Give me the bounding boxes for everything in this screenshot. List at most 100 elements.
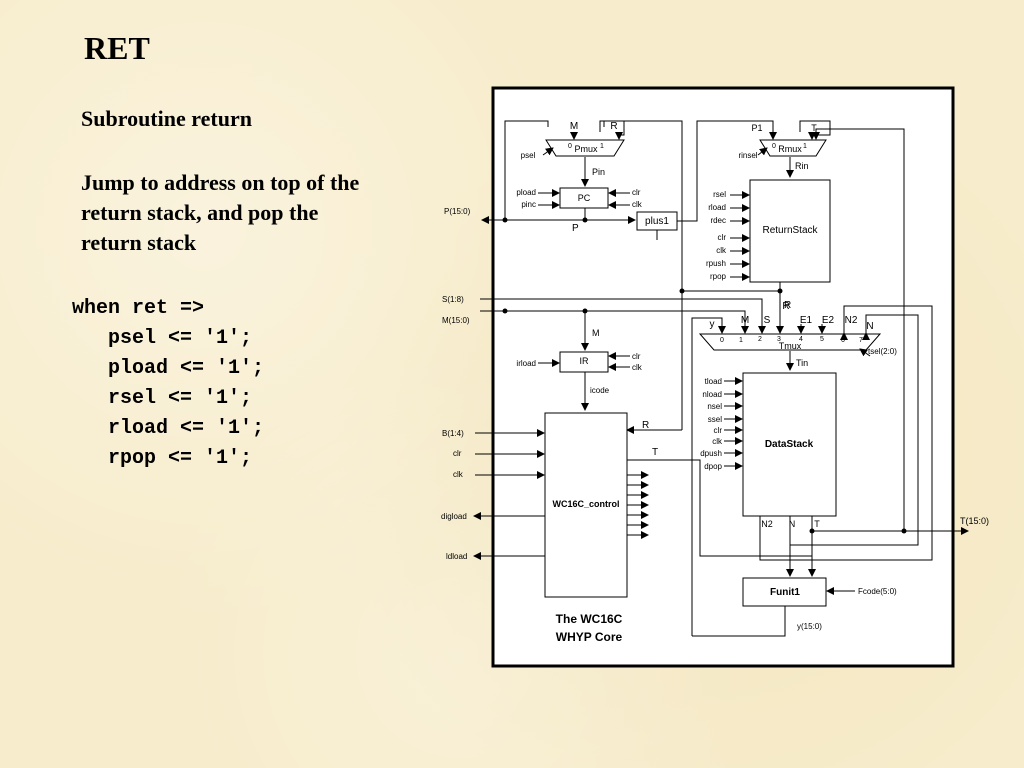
m-bus xyxy=(480,310,749,334)
dpush-label: dpush xyxy=(700,449,722,458)
tmux-input-e1: E1 xyxy=(800,315,813,326)
ir-clk-label: clk xyxy=(632,363,643,372)
wire xyxy=(759,305,933,561)
r-out-label: R xyxy=(784,300,791,311)
rpush-label: rpush xyxy=(706,259,726,268)
junction-dot xyxy=(901,528,907,534)
fcode-label: Fcode(5:0) xyxy=(858,587,897,596)
wire xyxy=(542,147,554,156)
rmux-in1-label: T xyxy=(811,123,817,133)
s-bus-label: S(1:8) xyxy=(442,295,464,304)
tmux-index: 4 xyxy=(799,336,803,343)
diagram-caption: The WC16C xyxy=(556,612,623,626)
wire xyxy=(504,120,549,220)
b-bus-label: B(1:4) xyxy=(442,429,464,438)
pmux-index1: 1 xyxy=(600,143,604,150)
plus1-label: plus1 xyxy=(645,216,669,227)
rsel-label: rsel xyxy=(713,190,726,199)
rdec-label: rdec xyxy=(710,216,726,225)
tmux-input-m: M xyxy=(741,315,749,326)
junction-dot xyxy=(809,528,815,534)
psel-label: psel xyxy=(521,151,536,160)
p-label: P xyxy=(572,223,579,234)
code-line: rload <= '1'; xyxy=(72,417,265,440)
tmux-index: 6 xyxy=(841,337,845,344)
control-label: WC16C_control xyxy=(552,499,619,509)
code-line: pload <= '1'; xyxy=(72,357,265,380)
tmux-index: 0 xyxy=(720,337,724,344)
description-line: Jump to address on top of the xyxy=(81,170,360,195)
tmux-input-y: y xyxy=(710,319,715,330)
wire xyxy=(627,459,812,557)
junction-dot xyxy=(679,288,685,294)
tmux-index: 2 xyxy=(758,336,762,343)
pc-label: PC xyxy=(578,193,591,203)
ds-clk-label: clk xyxy=(712,437,723,446)
ctrl-clr-label: clr xyxy=(453,449,462,458)
tload-label: tload xyxy=(705,377,722,386)
icode-label: icode xyxy=(590,386,610,395)
ds-n-label: N xyxy=(789,519,796,529)
wire xyxy=(599,120,625,140)
pmux-in1-label: R xyxy=(610,121,617,132)
slide-subtitle: Subroutine return xyxy=(81,106,252,131)
slide-title: RET xyxy=(84,30,150,66)
junction-dot xyxy=(777,288,783,294)
wire xyxy=(757,147,768,156)
ds-n2-label: N2 xyxy=(761,519,773,529)
ir-m-label: M xyxy=(592,328,600,338)
rmux-label: Rmux xyxy=(778,144,802,154)
tmux-label: Tmux xyxy=(779,341,802,351)
pmux-index0: 0 xyxy=(568,143,572,150)
tin-label: Tin xyxy=(796,358,808,368)
code-line: rsel <= '1'; xyxy=(72,387,253,410)
pc-clr-label: clr xyxy=(632,188,641,197)
ir-label: IR xyxy=(580,356,590,366)
rin-label: Rin xyxy=(795,161,809,171)
datastack-block xyxy=(742,372,837,517)
funit-label: Funit1 xyxy=(770,587,800,598)
rload-label: rload xyxy=(708,203,726,212)
wire xyxy=(859,348,871,357)
tsel-label: tsel(2:0) xyxy=(868,347,897,356)
description-line: return stack, and pop the xyxy=(81,200,319,225)
description-line: return stack xyxy=(81,230,197,255)
pc-clk-label: clk xyxy=(632,200,643,209)
ds-t-label: T xyxy=(814,519,820,529)
ctrl-t-label: T xyxy=(652,447,658,458)
junction-dot xyxy=(582,217,588,223)
funit-block xyxy=(742,577,827,607)
pmux-label: Pmux xyxy=(574,144,598,154)
pin-label: Pin xyxy=(592,167,605,177)
rmux-index1: 1 xyxy=(803,143,807,150)
ir-block xyxy=(559,351,609,373)
rpop-label: rpop xyxy=(710,272,727,281)
ir-clr-label: clr xyxy=(632,352,641,361)
wire xyxy=(812,128,905,531)
tmux-index: 7 xyxy=(859,337,863,344)
returnstack-block xyxy=(749,179,831,283)
tmux-index: 5 xyxy=(820,336,824,343)
wire xyxy=(692,606,786,637)
wire xyxy=(610,120,683,291)
junction-dot xyxy=(502,308,508,314)
junction-dot xyxy=(582,308,588,314)
pmux-in0-label: M xyxy=(570,121,578,132)
ctrl-r-label: R xyxy=(642,420,649,431)
diagram-caption: WHYP Core xyxy=(556,630,623,644)
nload-label: nload xyxy=(702,390,722,399)
rmux-in0-label: P1 xyxy=(751,123,762,133)
tmux-input-r: R xyxy=(782,301,789,312)
tmux-input-n: N xyxy=(866,321,873,332)
code-line: psel <= '1'; xyxy=(72,327,253,350)
dpop-label: dpop xyxy=(704,462,722,471)
digload-label: digload xyxy=(441,512,467,521)
code-line: rpop <= '1'; xyxy=(72,447,253,470)
code-line: when ret => xyxy=(72,297,205,320)
returnstack-label: ReturnStack xyxy=(762,225,818,236)
wire xyxy=(677,120,777,222)
tmux-input-s: S xyxy=(764,315,771,326)
tmux-index: 3 xyxy=(777,336,781,343)
ctrl-clk-label: clk xyxy=(453,470,464,479)
